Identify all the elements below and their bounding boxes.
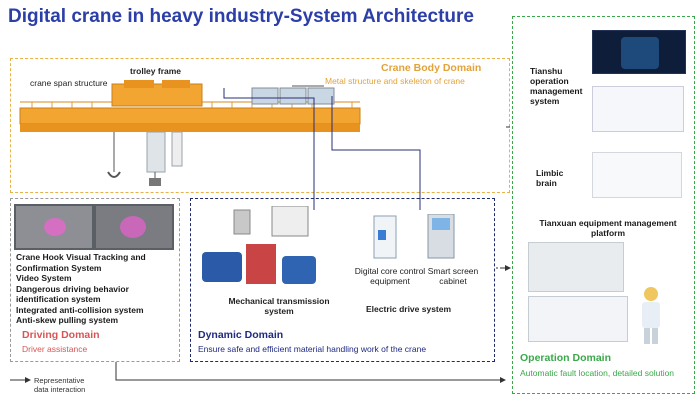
driving-item: Crane Hook Visual Tracking and Confirmat… (16, 252, 146, 273)
label-crane-span-structure: crane span structure (30, 78, 108, 88)
label-smart-cabinet: Smart screen cabinet (427, 266, 479, 286)
label-electric-drive: Electric drive system (366, 304, 452, 314)
driving-system-list: Crane Hook Visual Tracking and Confirmat… (16, 252, 181, 326)
crane-body-domain-box (10, 58, 510, 193)
dynamic-domain-box (190, 198, 495, 362)
dynamic-domain-title: Dynamic Domain (198, 329, 284, 341)
driving-item: Integrated anti-collision system (16, 304, 144, 315)
mechanical-equipment-image (202, 206, 316, 284)
crane-illustration (19, 80, 361, 186)
label-tianshu-system: Tianshu operation management system (530, 66, 583, 106)
label-trolley-frame: trolley frame (130, 66, 182, 76)
label-tianxuan-platform: Tianxuan equipment management platform (539, 218, 677, 238)
driving-item: Anti-skew pulling system (16, 315, 119, 325)
legend-label: Representative data interaction (34, 376, 86, 394)
label-mechanical-transmission: Mechanical transmission system (228, 296, 330, 316)
limbic-brain-image (592, 152, 682, 198)
driving-item: Dangerous driving behavior identificatio… (16, 283, 129, 305)
operation-domain-box (512, 16, 695, 394)
driving-item: Video System (16, 273, 72, 283)
driving-domain-subtitle: Driver assistance (22, 344, 88, 354)
tianshu-screen-image (592, 86, 684, 132)
label-core-control: Digital core control equipment (354, 266, 426, 286)
crane-body-domain-title: Crane Body Domain (381, 62, 482, 74)
page-title: Digital crane in heavy industry-System A… (8, 6, 475, 27)
dynamic-domain-subtitle: Ensure safe and efficient material handl… (198, 344, 427, 354)
worker-figure (642, 287, 660, 344)
tianxuan-machine-image (528, 242, 624, 292)
operation-domain-subtitle: Automatic fault location, detailed solut… (520, 368, 675, 378)
crane-body-domain-subtitle: Metal structure and skeleton of crane (325, 76, 465, 86)
electric-equipment-image (373, 214, 455, 259)
operation-domain-title: Operation Domain (520, 352, 612, 364)
driving-domain-box (10, 198, 180, 362)
hook-camera-images (14, 204, 174, 250)
tianshu-dashboard-image (592, 30, 686, 74)
driving-domain-title: Driving Domain (22, 329, 100, 341)
label-limbic-brain: Limbic brain (536, 168, 564, 188)
tianxuan-platform-screen (528, 296, 628, 342)
